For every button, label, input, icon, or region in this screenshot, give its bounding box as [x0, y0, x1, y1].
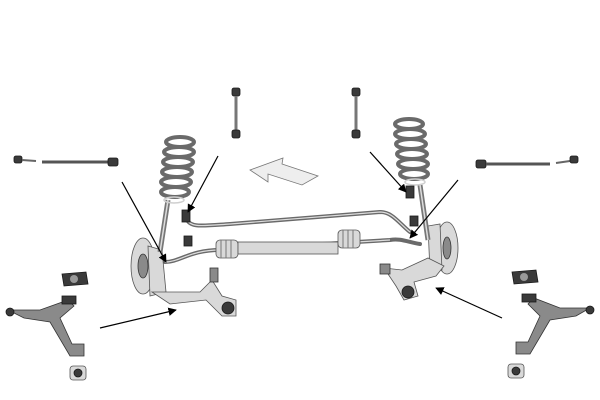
stabilizer-link-installed-right [405, 185, 419, 227]
strut-right [393, 117, 431, 241]
direction-arrow-icon [249, 157, 319, 186]
bushing-icon [511, 269, 539, 285]
rack-boot-left [215, 239, 239, 259]
coil-spring-icon [393, 117, 430, 186]
bushing-icon [507, 363, 525, 379]
leader-arrow-arm-right [435, 287, 503, 319]
stabilizer-link-icon [231, 87, 241, 139]
leader-arrow-tie-rod-left [121, 181, 167, 263]
coil-spring-icon [159, 135, 196, 204]
steering-rack [163, 229, 422, 264]
bushing-icon [61, 295, 77, 305]
bushing-icon [61, 271, 89, 287]
stabilizer-link-installed-left [181, 209, 193, 247]
stabilizer-link-icon [351, 87, 361, 139]
leader-arrow-tie-rod-right [409, 179, 459, 239]
leader-arrows [99, 151, 503, 329]
rack-housing [237, 241, 339, 255]
leader-arrow-arm-left [99, 307, 177, 329]
rack-boot-right [337, 229, 361, 249]
tie-rod-icon [13, 155, 119, 167]
stabilizer-bar [184, 209, 412, 234]
control-arm-left-installed [150, 267, 237, 317]
control-arm-icon [515, 297, 595, 355]
tie-rod-icon [475, 155, 579, 169]
leader-arrow-link-right [369, 151, 407, 193]
leader-arrow-link-left [187, 155, 219, 213]
control-arm-right-installed [379, 257, 445, 301]
strut-left [157, 135, 196, 253]
bushing-icon [521, 293, 537, 303]
bushing-icon [69, 365, 87, 381]
control-arm-icon [5, 299, 85, 357]
